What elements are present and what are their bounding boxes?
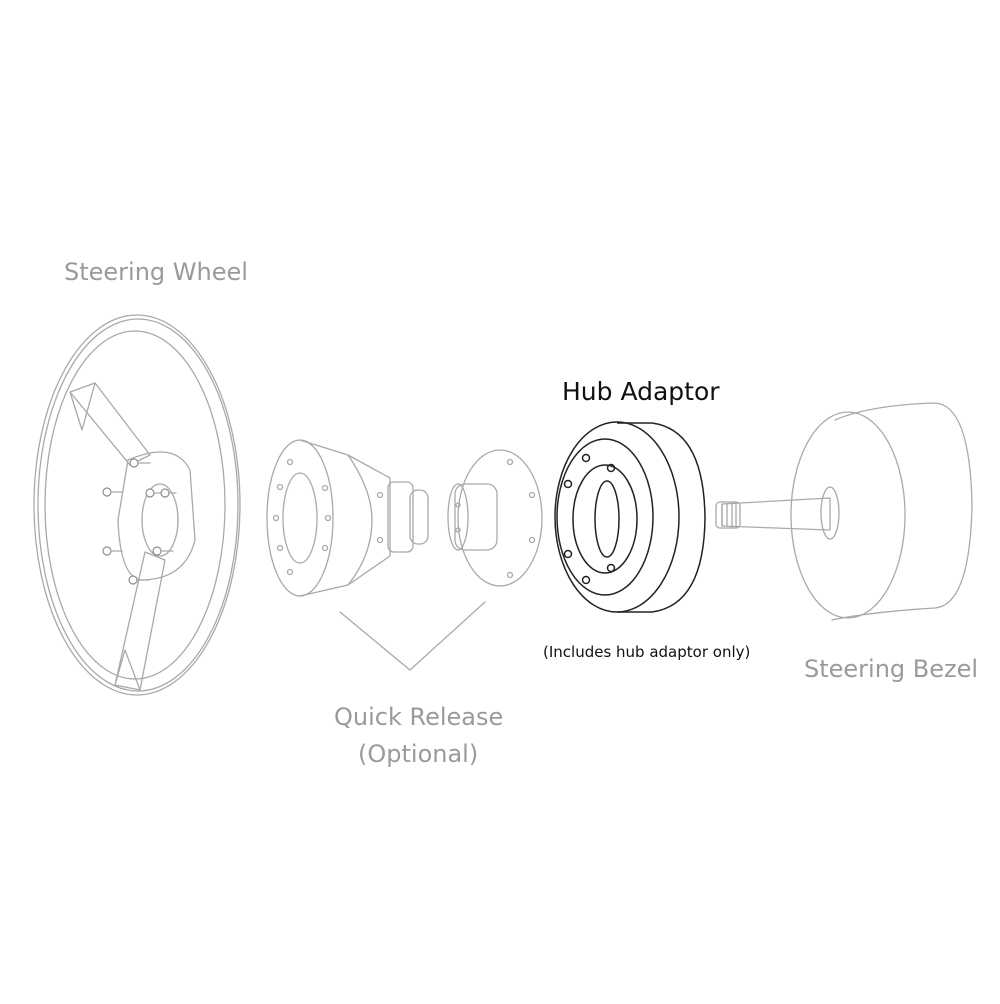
hub-inner-ring	[572, 464, 638, 574]
wheel-center-bore	[141, 483, 179, 557]
wheel-bolts	[102, 458, 177, 585]
bezel-front-face	[790, 411, 906, 619]
qr-front-bore	[282, 472, 318, 564]
wheel-bolt-1	[129, 458, 151, 468]
wheel-bolt-2	[102, 487, 123, 497]
hub-outer-body	[617, 422, 706, 613]
wheel-bolt-7	[128, 575, 150, 585]
quick-release-label: Quick Release	[334, 703, 504, 731]
shaft-spline	[715, 501, 741, 529]
qr-bolt-holes	[272, 458, 384, 576]
steering-wheel-drawing	[33, 314, 241, 696]
quick-release-body-drawing	[266, 439, 429, 597]
wheel-hub-plate	[117, 451, 196, 581]
steering-bezel-drawing	[790, 402, 973, 621]
hub-adaptor-label: Hub Adaptor	[562, 377, 720, 406]
hub-front-face	[554, 421, 680, 613]
hub-adaptor-note: (Includes hub adaptor only)	[543, 643, 751, 661]
qr-plate-holes	[455, 458, 536, 579]
wheel-bolt-5	[102, 546, 123, 556]
qr-spline-boss	[454, 483, 498, 551]
hub-center-bore	[594, 480, 620, 558]
wheel-bolt-4	[160, 488, 177, 498]
wheel-spoke-top	[69, 382, 151, 466]
qr-tip	[409, 489, 429, 545]
steering-wheel-label: Steering Wheel	[64, 258, 248, 286]
qr-front-flange	[266, 439, 334, 597]
steering-shaft-drawing	[715, 497, 831, 531]
wheel-spoke-bottom	[114, 551, 166, 691]
hub-adaptor-drawing	[554, 421, 706, 613]
wheel-rim-inner	[44, 330, 226, 680]
wheel-rim-edge	[37, 318, 239, 692]
hub-bolt-holes	[563, 453, 616, 585]
qr-plate	[457, 449, 543, 587]
hub-front-flange	[556, 438, 654, 596]
wheel-bolt-6	[152, 546, 174, 556]
quick-release-bracket	[339, 601, 486, 671]
quick-release-optional-label: (Optional)	[358, 740, 479, 768]
bezel-opening	[820, 486, 840, 540]
bezel-body	[831, 402, 973, 621]
quick-release-plate-drawing	[447, 449, 543, 587]
qr-collar	[387, 481, 414, 553]
wheel-rim-outer	[33, 314, 241, 696]
qr-body-side	[299, 439, 373, 597]
steering-bezel-label: Steering Bezel	[804, 655, 979, 683]
